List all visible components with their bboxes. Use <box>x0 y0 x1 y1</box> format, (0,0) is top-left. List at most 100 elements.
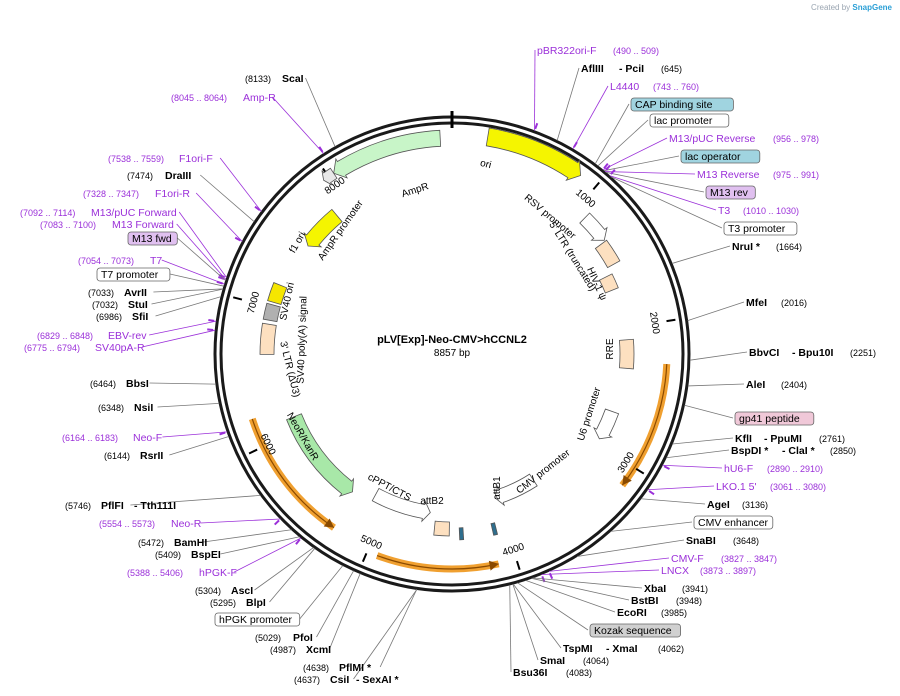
tick-3000 <box>635 467 645 475</box>
leader-lko-1-5 <box>647 485 715 491</box>
label-hpgk-f-46: hPGK-F <box>199 567 237 579</box>
label-snabi-102: SnaBI <box>686 535 716 547</box>
feature-sv40-poly-a-signal <box>262 302 281 323</box>
label-cap-binding-site-68: CAP binding site <box>635 99 713 111</box>
label-7033-18: (7033) <box>88 288 114 298</box>
leader-amp-r <box>272 96 324 154</box>
leader-t7-promoter <box>169 273 224 287</box>
feature-rre <box>619 338 635 370</box>
leader-m13-rev <box>605 171 705 193</box>
label-smai-118: SmaI <box>540 655 565 667</box>
feature-attb2 <box>458 527 465 541</box>
label-box-hpgk-promoter <box>214 612 301 627</box>
tick-5000 <box>361 553 368 563</box>
label-alei-86: AleI <box>746 379 765 391</box>
feature-f1-ori <box>303 208 343 248</box>
leader-afliii <box>556 67 580 141</box>
label-3827-3847-105: (3827 .. 3847) <box>721 554 777 564</box>
label-490-509-62: (490 .. 509) <box>613 46 659 56</box>
label-cmv-enhancer-101: CMV enhancer <box>698 517 769 529</box>
label-743-760-67: (743 .. 760) <box>653 82 699 92</box>
label-nrui-79: NruI * <box>732 241 761 253</box>
label-kfli-89: KflI <box>735 433 752 445</box>
leader-kfli <box>672 437 734 445</box>
label-m13-forward-13: M13 Forward <box>112 219 174 231</box>
label-ppumi-90: - PpuMI <box>764 433 802 445</box>
label-bspdi-92: BspDI * <box>731 445 769 457</box>
label-pfoi-53: PfoI <box>293 632 313 644</box>
leader-cmv-f <box>548 557 670 572</box>
orange-arc-arrowhead-3 <box>323 518 334 528</box>
label-stui-21: StuI <box>128 299 148 311</box>
feature-neor-kanr <box>286 413 355 497</box>
label-m13-fwd-14: M13 fwd <box>132 233 172 245</box>
primer-mark-t7 <box>216 280 223 285</box>
tick-label-1000: 1000 <box>573 187 597 210</box>
label-6775-6794-26: (6775 .. 6794) <box>24 343 80 353</box>
orange-arc-arrowhead-1 <box>622 475 632 486</box>
label-lko-1-5-97: LKO.1 5' <box>716 481 757 493</box>
label-nsii-31: NsiI <box>134 402 153 414</box>
feature-label-f1-ori: f1 ori <box>288 230 309 255</box>
label-m13-rev-75: M13 rev <box>710 187 749 199</box>
tick-label-4000: 4000 <box>501 541 526 558</box>
feature-hpgk-promoter <box>371 487 431 523</box>
leader-pfoi <box>316 570 355 638</box>
plasmid-length: 8857 bp <box>434 348 471 359</box>
label-lncx-106: LNCX <box>661 565 689 577</box>
feature-label-rre: RRE <box>605 338 616 359</box>
label-xcmi-55: XcmI <box>306 644 331 656</box>
label-box-cap-binding-site <box>630 97 734 112</box>
primer-mark-f1ori-r <box>234 236 241 242</box>
feature-3-ltr-u3 <box>259 322 277 355</box>
label-box-lac-promoter <box>649 113 730 128</box>
label-956-978-71: (956 .. 978) <box>773 134 819 144</box>
label-box-gp41-peptide <box>734 411 815 426</box>
label-f1ori-r-9: F1ori-R <box>155 188 190 200</box>
label-t7-16: T7 <box>150 255 162 267</box>
label-bamhi-42: BamHI <box>174 537 207 549</box>
label-m13-puc-forward-11: M13/pUC Forward <box>91 207 177 219</box>
label-asci-48: AscI <box>231 585 253 597</box>
label-3136-100: (3136) <box>742 500 768 510</box>
leader-pflmi <box>379 589 418 668</box>
primer-mark-lko-1-5 <box>648 490 655 496</box>
label-hpgk-promoter-51: hPGK promoter <box>219 614 292 626</box>
label-7092-7114-10: (7092 .. 7114) <box>20 208 75 218</box>
label-box-m13-fwd <box>127 231 178 246</box>
feature-sv40-ori <box>267 282 288 305</box>
leader-xcmi <box>329 573 361 650</box>
leader-csii <box>353 589 418 680</box>
label-7032-20: (7032) <box>92 300 118 310</box>
label-neo-r-40: Neo-R <box>171 518 202 530</box>
label-box-t7-promoter <box>96 267 171 282</box>
label-4638-56: (4638) <box>303 663 329 673</box>
center-title: pLV[Exp]-Neo-CMV>hCCNL2 8857 bp <box>377 334 527 359</box>
label-t7-promoter-17: T7 promoter <box>101 269 159 281</box>
leader-tspmi <box>512 583 562 649</box>
tick-label-7000: 7000 <box>246 290 262 315</box>
feature-cmv-promoter <box>494 473 538 507</box>
leader-mfei <box>687 301 745 322</box>
label-3948-111: (3948) <box>676 596 702 606</box>
label-3061-3080-98: (3061 .. 3080) <box>770 482 826 492</box>
feature-attb1 <box>490 522 499 536</box>
label-pflfi-37: PflFI <box>101 500 124 512</box>
leader-blpi <box>269 548 316 603</box>
label-afliii-63: AflIII <box>581 63 604 75</box>
label-975-991-74: (975 .. 991) <box>773 170 819 180</box>
label-t3-promoter-78: T3 promoter <box>728 223 786 235</box>
tick-7000 <box>232 296 243 301</box>
label-2850-94: (2850) <box>830 446 856 456</box>
label-5746-36: (5746) <box>65 501 91 511</box>
label-clai-93: - ClaI * <box>782 445 816 457</box>
label-pflmi-57: PflMI * <box>339 662 372 674</box>
leader-ebv-rev <box>149 320 217 336</box>
leader-m13-fwd <box>177 237 226 281</box>
label-7054-7073-15: (7054 .. 7073) <box>78 256 134 266</box>
label-4987-54: (4987) <box>270 645 296 655</box>
label-agei-99: AgeI <box>707 499 730 511</box>
tick-2000 <box>666 318 676 323</box>
leader-stui <box>151 288 224 305</box>
